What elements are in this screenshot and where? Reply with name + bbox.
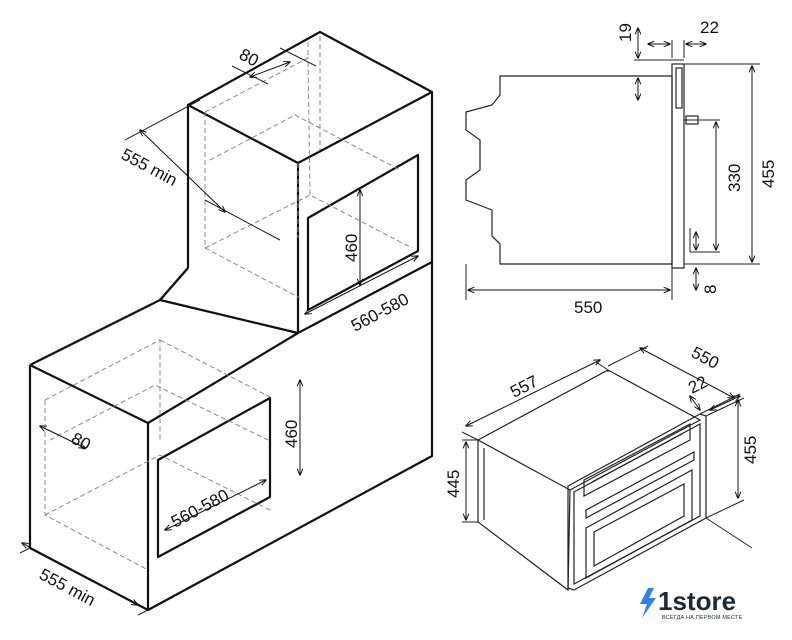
label-iso-455: 455 — [741, 436, 760, 464]
label-side-455: 455 — [759, 160, 778, 188]
brand-logo: 1store ВСЕГДА НА ПЕРВОМ МЕСТЕ — [640, 586, 743, 621]
label-lower-80: 80 — [68, 429, 94, 455]
label-side-8: 8 — [701, 285, 720, 294]
label-iso-550: 550 — [688, 343, 722, 373]
label-iso-557: 557 — [507, 372, 541, 402]
label-lower-555min: 555 min — [36, 565, 98, 610]
brand-name: 1store — [658, 586, 736, 616]
side-view-drawing — [465, 28, 760, 300]
label-lower-460: 460 — [282, 420, 301, 448]
label-side-550: 550 — [574, 298, 602, 317]
label-side-22: 22 — [700, 18, 719, 37]
label-side-330: 330 — [725, 164, 744, 192]
label-iso-445: 445 — [444, 470, 463, 498]
cabinet-drawing — [19, 30, 434, 616]
oven-iso-drawing — [461, 345, 753, 592]
label-upper-560-580: 560-580 — [348, 289, 412, 335]
label-iso-22: 22 — [685, 372, 710, 398]
label-upper-555min: 555 min — [118, 145, 180, 190]
lightning-icon — [640, 588, 656, 618]
label-side-19: 19 — [616, 23, 635, 42]
label-lower-560-580: 560-580 — [168, 485, 232, 531]
label-upper-460: 460 — [342, 234, 361, 262]
brand-tagline: ВСЕГДА НА ПЕРВОМ МЕСТЕ — [662, 615, 743, 621]
